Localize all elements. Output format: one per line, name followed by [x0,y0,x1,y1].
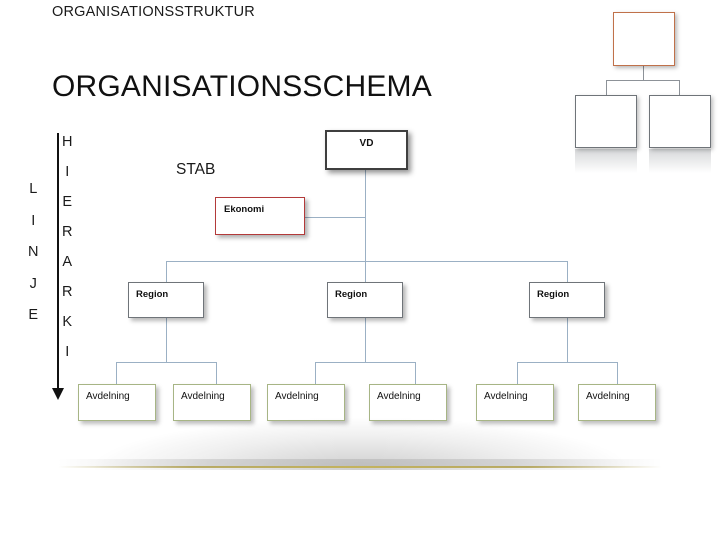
node-avdelning-3-label: Avdelning [275,391,319,402]
linje-letter: L [29,181,38,197]
hierarki-letter: R [62,284,73,300]
hierarki-letter: E [62,194,73,210]
node-avdelning-5-label: Avdelning [484,391,528,402]
connector-dept6-drop [617,362,618,384]
node-avdelning-1[interactable]: Avdelning [78,384,156,421]
connector-vd-vertical [365,170,366,262]
hierarki-letter: K [62,314,73,330]
node-ekonomi[interactable]: Ekonomi [215,197,305,235]
deco-connector-horizontal [606,80,680,82]
floor-reflection [95,418,625,470]
connector-dept4-drop [415,362,416,384]
deco-box-left [575,95,637,148]
hierarchy-arrow-head [51,388,64,400]
node-avdelning-4-label: Avdelning [377,391,421,402]
hierarki-letter: A [62,254,73,270]
node-avdelning-3[interactable]: Avdelning [267,384,345,421]
node-vd[interactable]: VD [325,130,408,170]
node-avdelning-2-label: Avdelning [181,391,225,402]
connector-region1-bar [116,362,217,363]
deco-reflection-left [575,149,637,173]
hierarki-vertical-label: H I E R A R K I [62,135,72,375]
hierarki-letter: R [62,224,73,240]
connector-dept1-drop [116,362,117,384]
connector-dept3-drop [315,362,316,384]
deco-reflection-right [649,149,711,173]
node-region-2[interactable]: Region [327,282,403,318]
connector-region2-stem [365,318,366,362]
connector-region2-bar [315,362,416,363]
node-region-2-label: Region [335,289,368,300]
deco-connector-vertical-left [606,80,608,95]
connector-region-drop-right [567,261,568,283]
node-avdelning-5[interactable]: Avdelning [476,384,554,421]
node-region-1-label: Region [136,289,169,300]
node-region-1[interactable]: Region [128,282,204,318]
linje-letter: I [31,212,36,229]
deco-box-top [613,12,675,66]
deco-box-right [649,95,711,148]
node-vd-label: VD [359,138,374,149]
node-avdelning-6[interactable]: Avdelning [578,384,656,421]
node-ekonomi-label: Ekonomi [224,204,265,215]
connector-region3-bar [517,362,618,363]
connector-region3-stem [567,318,568,362]
slide-kicker: ORGANISATIONSSTRUKTUR [52,4,255,20]
connector-dept5-drop [517,362,518,384]
hierarki-letter: I [65,164,70,180]
connector-region-drop-middle [365,261,366,283]
hierarki-letter: I [65,344,70,360]
hierarchy-arrow-shaft [57,133,59,391]
connector-region-drop-left [166,261,167,283]
page-title: ORGANISATIONSSCHEMA [52,70,432,103]
node-avdelning-1-label: Avdelning [86,391,130,402]
linje-letter: J [29,275,37,292]
node-avdelning-2[interactable]: Avdelning [173,384,251,421]
linje-letter: E [28,307,39,323]
node-avdelning-6-label: Avdelning [586,391,630,402]
accent-rule [58,466,662,468]
connector-ekonomi-horizontal [305,217,366,218]
decorative-org-chart-graphic [565,8,715,173]
accent-rule-shadow [58,459,662,467]
node-avdelning-4[interactable]: Avdelning [369,384,447,421]
hierarki-letter: H [62,134,73,150]
connector-region-bar [166,261,568,262]
connector-dept2-drop [216,362,217,384]
node-region-3-label: Region [537,289,570,300]
linje-letter: N [28,244,39,260]
linje-vertical-label: L I N J E [28,182,38,340]
node-region-3[interactable]: Region [529,282,605,318]
stab-label: STAB [176,161,216,178]
connector-region1-stem [166,318,167,362]
deco-connector-vertical-top [643,66,645,81]
deco-connector-vertical-right [679,80,681,95]
